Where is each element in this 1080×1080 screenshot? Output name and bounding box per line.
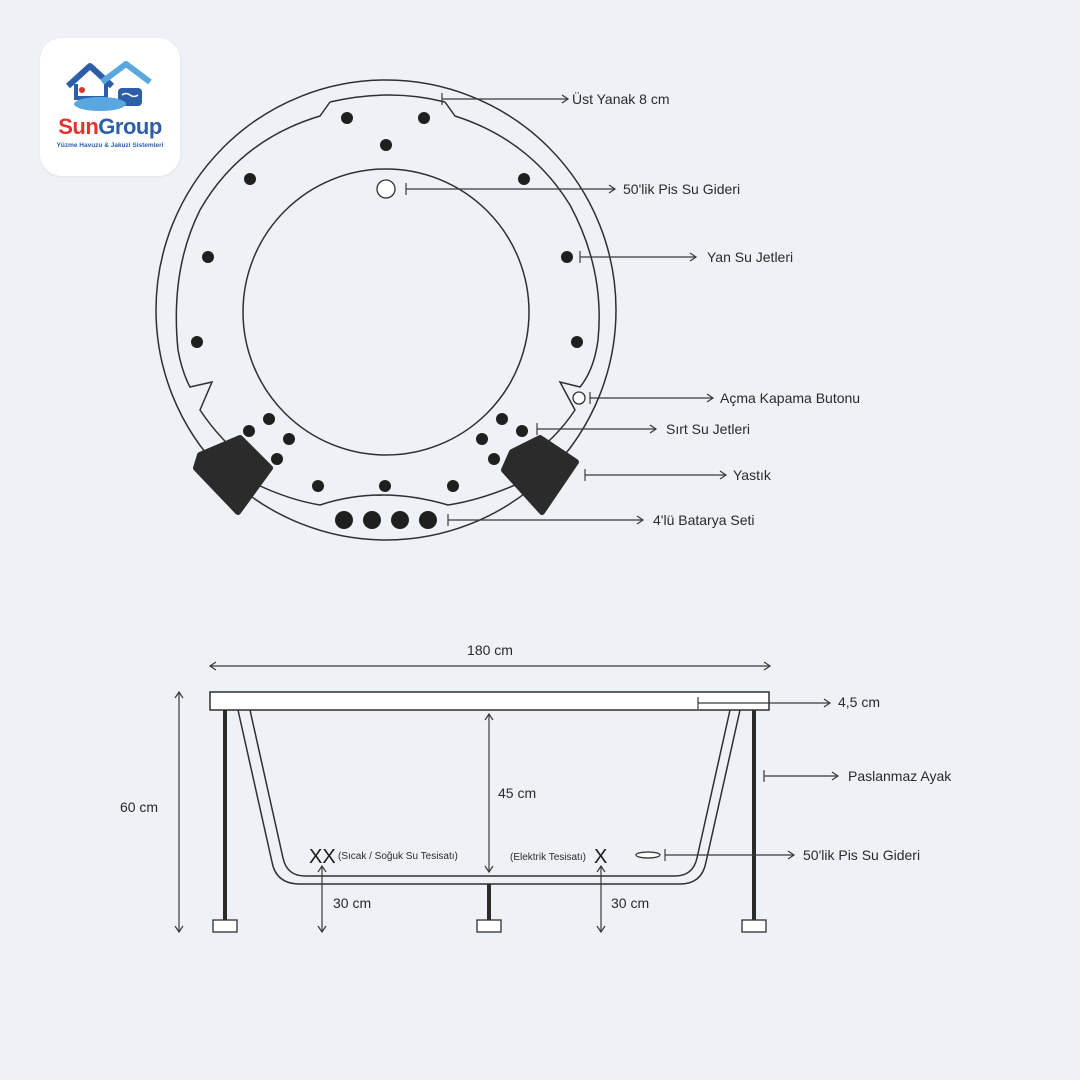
logo-card: SunGroup Yüzme Havuzu & Jakuzi Sistemler…: [40, 38, 180, 176]
pillow-left: [193, 435, 273, 515]
label-batarya-seti: 4'lü Batarya Seti: [653, 512, 755, 528]
tub-shell-inner: [249, 709, 731, 877]
side-jet: [418, 112, 430, 124]
foot-right: [741, 919, 767, 933]
width-label: 180 cm: [467, 642, 513, 658]
seat-ledge-outline: [175, 101, 600, 506]
back-jet: [476, 433, 488, 445]
side-jet: [518, 173, 530, 185]
foot-left: [212, 919, 238, 933]
battery-knob: [335, 511, 353, 529]
rim-label: 4,5 cm: [838, 694, 880, 710]
back-jet: [263, 413, 275, 425]
inner-basin: [242, 168, 530, 456]
back-jet: [496, 413, 508, 425]
brand-subtitle: Yüzme Havuzu & Jakuzi Sistemleri: [56, 142, 164, 149]
brand-name: SunGroup: [58, 114, 162, 139]
depth-label: 45 cm: [498, 785, 536, 801]
label-ust-yanak: Üst Yanak 8 cm: [572, 90, 670, 107]
side-jet: [447, 480, 459, 492]
right-clearance-label: 30 cm: [611, 895, 649, 911]
drain-icon: [376, 179, 396, 199]
tub-rim: [209, 691, 770, 711]
battery-knob: [419, 511, 437, 529]
side-jet: [244, 173, 256, 185]
side-drain-label: 50'lik Pis Su Gideri: [803, 847, 920, 863]
top-view: Üst Yanak 8 cm 50'lik Pis Su Gideri Yan …: [155, 79, 860, 541]
side-drain-icon: [635, 851, 661, 859]
side-jet: [202, 251, 214, 263]
leg-label: Paslanmaz Ayak: [848, 768, 952, 784]
house-pool-logo-icon: [65, 61, 152, 111]
electric-mark: X: [594, 846, 607, 868]
battery-knob: [363, 511, 381, 529]
side-jet: [561, 251, 573, 263]
side-jet: [312, 480, 324, 492]
label-yastik: Yastık: [733, 467, 772, 483]
side-jet: [571, 336, 583, 348]
back-jet: [283, 433, 295, 445]
water-note: (Sıcak / Soğuk Su Tesisatı): [338, 851, 458, 862]
water-mark: XX: [309, 846, 336, 868]
back-jet: [243, 425, 255, 437]
side-jet: [341, 112, 353, 124]
battery-knob: [391, 511, 409, 529]
power-button-icon: [572, 391, 586, 405]
upper-step: [329, 94, 446, 103]
label-sirt-su-jetleri: Sırt Su Jetleri: [666, 421, 750, 437]
height-label: 60 cm: [120, 799, 158, 815]
pillow-right: [501, 435, 579, 515]
back-jet: [488, 453, 500, 465]
side-view: 180 cm 60 cm 45 cm 4,5 cm Paslanmaz A: [120, 642, 952, 934]
side-jet: [380, 139, 392, 151]
electric-note: (Elektrik Tesisatı): [510, 852, 586, 863]
foot-center: [476, 919, 502, 933]
label-pis-su-gideri: 50'lik Pis Su Gideri: [623, 181, 740, 197]
outer-rim: [155, 79, 617, 541]
side-jet: [191, 336, 203, 348]
left-clearance-label: 30 cm: [333, 895, 371, 911]
side-jet: [379, 480, 391, 492]
label-yan-su-jetleri: Yan Su Jetleri: [707, 249, 793, 265]
back-jet: [516, 425, 528, 437]
top-view-leaders: [405, 93, 728, 526]
back-jet: [271, 453, 283, 465]
tub-shell-outer: [237, 709, 741, 885]
label-acma-kapama: Açma Kapama Butonu: [720, 390, 860, 406]
